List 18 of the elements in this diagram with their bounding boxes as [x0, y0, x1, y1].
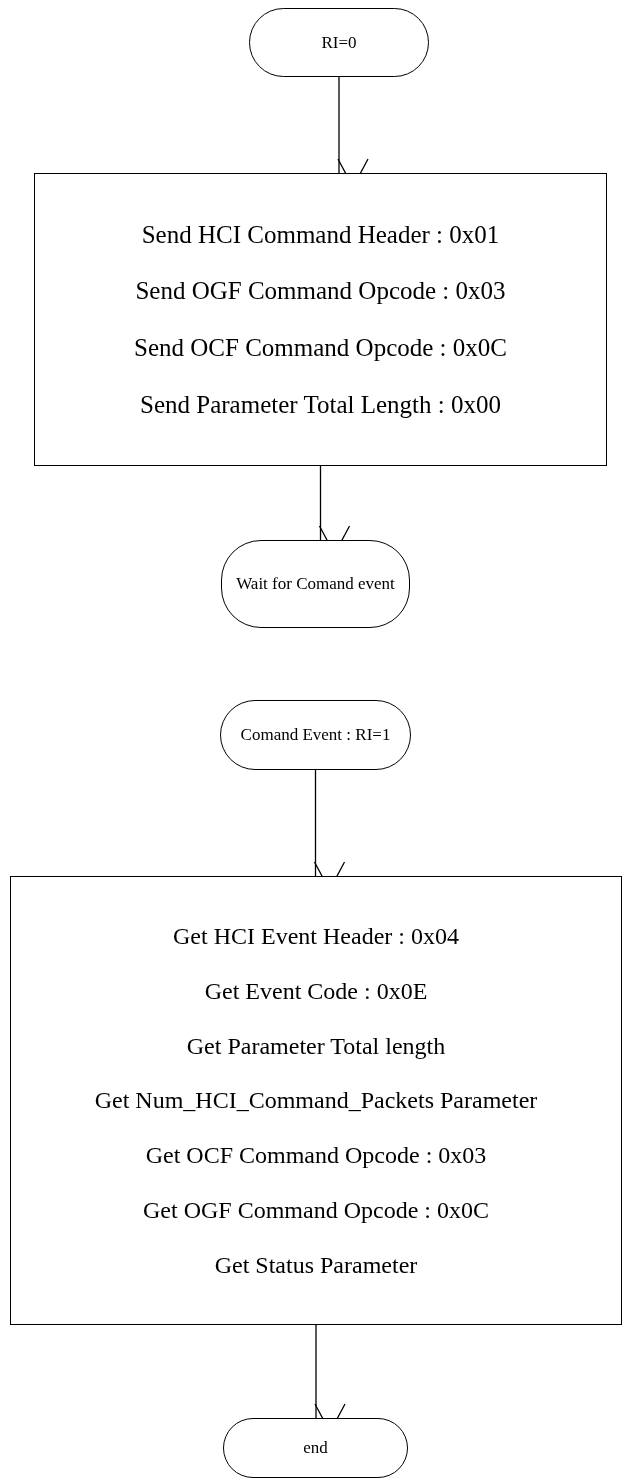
node-text: Wait for Comand event: [236, 573, 395, 596]
node-text: Get Event Code : 0x0E: [204, 977, 428, 1007]
node-text: Send Parameter Total Length : 0x00: [140, 389, 501, 420]
node-text: Get OCF Command Opcode : 0x03: [145, 1141, 487, 1171]
terminal-shape: [223, 1418, 408, 1478]
node-text: Get Status Parameter: [214, 1250, 418, 1280]
node-text: RI=0: [321, 31, 357, 54]
node-text: Send HCI Command Header : 0x01: [141, 219, 500, 250]
node-text: Get Parameter Total length: [186, 1031, 446, 1061]
process-box: [10, 876, 622, 1325]
node-text: end: [303, 1437, 328, 1460]
process-box: [34, 173, 607, 466]
node-text: Send OGF Command Opcode : 0x03: [135, 276, 506, 307]
node-text: Comand Event : RI=1: [240, 724, 391, 747]
node-text: Get HCI Event Header : 0x04: [173, 922, 459, 952]
node-text: Send OCF Command Opcode : 0x0C: [134, 333, 507, 364]
node-text: Get Num_HCI_Command_Packets Parameter: [94, 1086, 538, 1116]
node-text: Get OGF Command Opcode : 0x0C: [143, 1195, 489, 1225]
